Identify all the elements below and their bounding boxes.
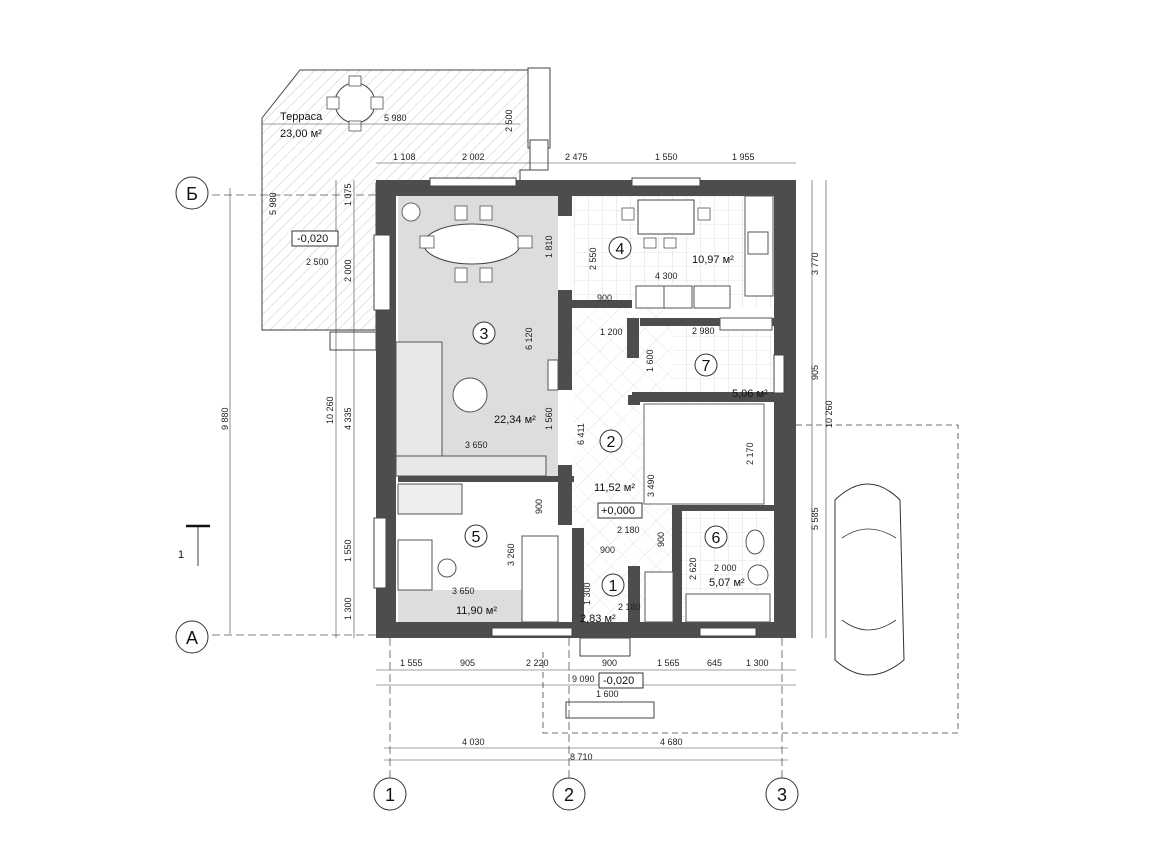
dim-inner-15: 1 600 xyxy=(645,349,655,372)
parking xyxy=(542,424,959,734)
dim-bottom-2: 2 220 xyxy=(526,658,549,668)
entrance-steps xyxy=(565,637,655,719)
dim-bottom-row3-0: 4 030 xyxy=(462,737,485,747)
dim-terrace-w: 5 980 xyxy=(384,113,407,123)
dim-inner-13: 2 000 xyxy=(714,563,737,573)
dim-top-0: 1 108 xyxy=(393,152,416,162)
dim-inner-18: 3 490 xyxy=(646,474,656,497)
dim-bottom-row3-1: 4 680 xyxy=(660,737,683,747)
dim-left-seg-3: 1 300 xyxy=(343,597,353,620)
dim-top-2: 2 475 xyxy=(565,152,588,162)
level-floor: +0,000 xyxy=(601,505,635,517)
room-number-7: 7 xyxy=(702,358,711,375)
axis-markers: Б А 1 2 3 xyxy=(175,176,799,811)
dim-terrace-h: 2 500 xyxy=(504,109,514,132)
dim-right-seg-1: 905 xyxy=(810,365,820,380)
room-area-2: 11,52 м² xyxy=(594,482,635,494)
dim-inner-0: 1 810 xyxy=(544,235,554,258)
room-area-1: 2,83 м² xyxy=(580,613,616,625)
furniture xyxy=(395,195,774,623)
terrace-area: 23,00 м² xyxy=(280,128,322,140)
section-marker-number: 1 xyxy=(178,549,184,561)
dim-bottom-6: 1 300 xyxy=(746,658,769,668)
dim-bottom-row2-1: 1 600 xyxy=(596,689,619,699)
axis-letter-b: Б xyxy=(186,184,198,204)
dim-bottom-0: 1 555 xyxy=(400,658,423,668)
dim-left-mid2: 4 335 xyxy=(343,407,353,430)
dim-inner-16: 2 980 xyxy=(692,326,715,336)
dim-right-seg-0: 3 770 xyxy=(810,252,820,275)
dimension-texts: 1 108 2 002 2 475 1 550 1 955 5 980 2 50… xyxy=(220,109,834,762)
dimension-lines xyxy=(212,123,827,778)
dim-inner-8: 900 xyxy=(600,545,615,555)
dim-right-outer: 10 260 xyxy=(824,400,834,428)
room-number-1: 1 xyxy=(609,578,618,595)
dim-left-seg-2: 1 550 xyxy=(343,539,353,562)
level-terrace: -0,020 xyxy=(297,233,328,245)
dim-left-mid: 10 260 xyxy=(325,396,335,424)
axis-letter-a: А xyxy=(186,628,198,648)
dim-inner-5: 3 260 xyxy=(506,543,516,566)
dim-inner-11: 1 300 xyxy=(582,582,592,605)
room-number-4: 4 xyxy=(616,241,625,258)
dim-terrace-left: 5 980 xyxy=(268,192,278,215)
dim-bottom-total: 8 710 xyxy=(570,752,593,762)
axis-number-1: 1 xyxy=(385,785,395,805)
room-number-6: 6 xyxy=(712,530,721,547)
room-number-2: 2 xyxy=(607,434,616,451)
dim-bottom-5: 645 xyxy=(707,658,722,668)
dim-top-4: 1 955 xyxy=(732,152,755,162)
dim-inner-7: 900 xyxy=(597,293,612,303)
dim-inner-4: 3 650 xyxy=(452,586,475,596)
room-area-7: 5,06 м² xyxy=(732,388,768,400)
dim-inner-22: 2 170 xyxy=(745,442,755,465)
dim-bottom-row2-0: 9 090 xyxy=(572,674,595,684)
dim-inner-14: 1 200 xyxy=(600,327,623,337)
dim-bottom-4: 1 565 xyxy=(657,658,680,668)
dim-inner-3: 3 650 xyxy=(465,440,488,450)
room-area-3: 22,34 м² xyxy=(494,414,536,426)
dim-right-seg-2: 5 585 xyxy=(810,507,820,530)
room-area-4: 10,97 м² xyxy=(692,254,734,266)
dim-inner-6: 900 xyxy=(534,499,544,514)
dim-left-seg-1: 2 000 xyxy=(343,259,353,282)
dim-inner-21: 900 xyxy=(656,532,666,547)
axis-number-2: 2 xyxy=(564,785,574,805)
terrace-label: Терраса xyxy=(280,111,323,123)
dim-inner-17: 6 411 xyxy=(576,423,586,445)
dim-inner-2: 1 560 xyxy=(544,407,554,430)
room-area-6: 5,07 м² xyxy=(709,577,745,589)
dim-inner-9: 2 180 xyxy=(617,525,640,535)
room-number-3: 3 xyxy=(480,326,489,343)
dim-inner-10: 2 180 xyxy=(618,602,641,612)
level-marks: -0,020 +0,000 -0,020 xyxy=(291,230,644,689)
dim-top-3: 1 550 xyxy=(655,152,678,162)
dim-top-1: 2 002 xyxy=(462,152,485,162)
walls xyxy=(373,177,796,638)
dim-inner-20: 2 550 xyxy=(588,247,598,270)
room-area-5: 11,90 м² xyxy=(456,605,497,617)
dim-terrace-inner: 2 500 xyxy=(306,257,329,267)
level-entrance: -0,020 xyxy=(603,675,634,687)
dim-bottom-3: 900 xyxy=(602,658,617,668)
dim-left-outer: 9 880 xyxy=(220,407,230,430)
dim-inner-19: 4 300 xyxy=(655,271,678,281)
room-number-5: 5 xyxy=(472,529,481,546)
dim-inner-12: 2 620 xyxy=(688,557,698,580)
dim-inner-1: 6 120 xyxy=(524,327,534,350)
section-marker: 1 xyxy=(178,524,210,566)
axis-number-3: 3 xyxy=(777,785,787,805)
room-labels: 3 22,34 м² 4 10,97 м² 7 5,06 м² 2 11,52 … xyxy=(280,111,768,625)
dim-left-seg-0: 1 075 xyxy=(343,183,353,206)
terrace xyxy=(261,67,551,351)
dim-bottom-1: 905 xyxy=(460,658,475,668)
